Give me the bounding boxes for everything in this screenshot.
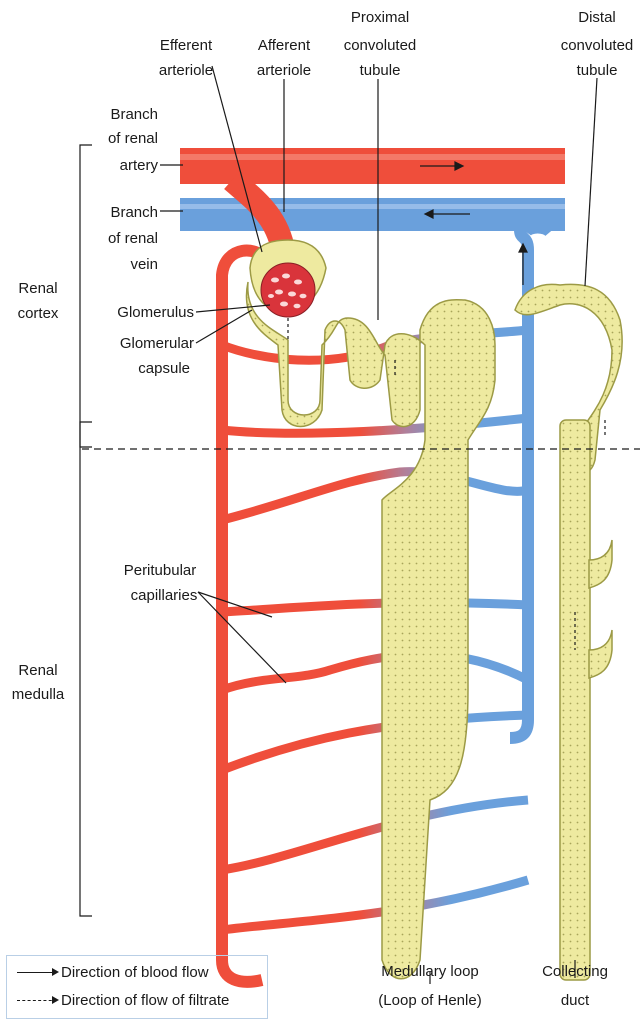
label-efferent-1: Efferent [160,37,213,54]
label-distal-2: convoluted [561,37,634,54]
label-medullary-loop-1: Medullary loop [381,963,479,980]
label-proximal-2: convoluted [344,37,417,54]
label-proximal-3: tubule [360,62,401,79]
label-collecting-duct-2: duct [561,992,590,1009]
medulla-bracket [80,422,92,916]
peritubular-capillaries [222,330,528,930]
label-branch-artery-2: of renal [108,130,158,147]
label-glomerulus: Glomerulus [117,304,194,321]
label-peritubular-2: capillaries [131,587,198,604]
label-distal-3: tubule [577,62,618,79]
label-glomerular-capsule-2: capsule [138,360,190,377]
label-afferent-1: Afferent [258,37,311,54]
cortex-bracket [80,145,92,447]
label-efferent-2: arteriole [159,62,213,79]
label-branch-vein-1: Branch [110,204,158,221]
legend-filtrate-flow-label: Direction of flow of filtrate [61,992,229,1009]
dashed-arrow-icon [17,1000,57,1001]
nephron-tubule [246,282,622,980]
label-renal-cortex-2: cortex [18,305,59,322]
label-afferent-2: arteriole [257,62,311,79]
label-renal-medulla-1: Renal [18,662,57,679]
label-distal-1: Distal [578,9,616,26]
label-medullary-loop-2: (Loop of Henle) [378,992,481,1009]
label-branch-artery-3: artery [120,157,159,174]
label-glomerular-capsule-1: Glomerular [120,335,194,352]
legend-filtrate-flow: Direction of flow of filtrate [17,990,229,1010]
legend: Direction of blood flow Direction of flo… [6,955,268,1019]
label-renal-cortex-1: Renal [18,280,57,297]
legend-blood-flow: Direction of blood flow [17,962,209,982]
renal-vein-branch [180,198,565,231]
label-collecting-duct-1: Collecting [542,963,608,980]
label-proximal-1: Proximal [351,9,409,26]
solid-arrow-icon [17,972,57,973]
legend-blood-flow-label: Direction of blood flow [61,964,209,981]
label-branch-artery-1: Branch [110,106,158,123]
label-renal-medulla-2: medulla [12,686,65,703]
label-branch-vein-2: of renal [108,230,158,247]
label-peritubular-1: Peritubular [124,562,197,579]
label-branch-vein-3: vein [130,256,158,273]
